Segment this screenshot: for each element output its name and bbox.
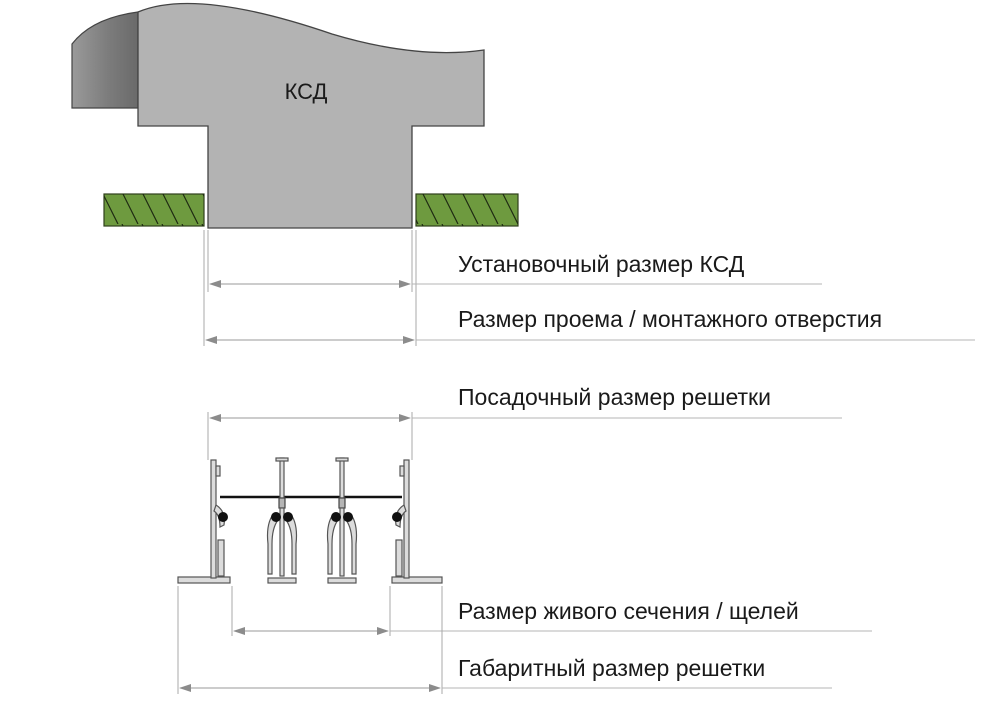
overall-size-label: Габаритный размер решетки: [458, 655, 765, 681]
landing-size-label: Посадочный размер решетки: [458, 384, 771, 410]
dimension-install-size: Установочный размер КСД: [209, 251, 822, 288]
grille-blade: [326, 457, 358, 584]
top-extension-lines: [203, 230, 417, 346]
dimension-overall-size: Габаритный размер решетки: [177, 586, 832, 694]
opening-size-label: Размер проема / монтажного отверстия: [458, 306, 882, 332]
dimension-opening-size: Размер проема / монтажного отверстия: [205, 306, 975, 344]
grille-frame-left: [210, 459, 228, 579]
ksd-damper: КСД: [71, 2, 485, 229]
grille-face-left: [177, 576, 231, 584]
dimension-free-area-size: Размер живого сечения / щелей: [231, 586, 872, 636]
wall-right: [415, 193, 519, 227]
install-size-label: Установочный размер КСД: [458, 251, 745, 277]
wall-left: [103, 193, 205, 227]
free-area-label: Размер живого сечения / щелей: [458, 598, 799, 624]
ksd-duct-stub: [71, 11, 139, 109]
grille-blade: [266, 457, 298, 584]
grille-cross-section: [177, 457, 443, 584]
dimension-landing-size: Посадочный размер решетки: [207, 384, 842, 460]
ksd-body: [137, 2, 485, 229]
grille-face-right: [391, 576, 443, 584]
ksd-label: КСД: [285, 79, 328, 104]
grille-frame-right: [392, 459, 410, 579]
